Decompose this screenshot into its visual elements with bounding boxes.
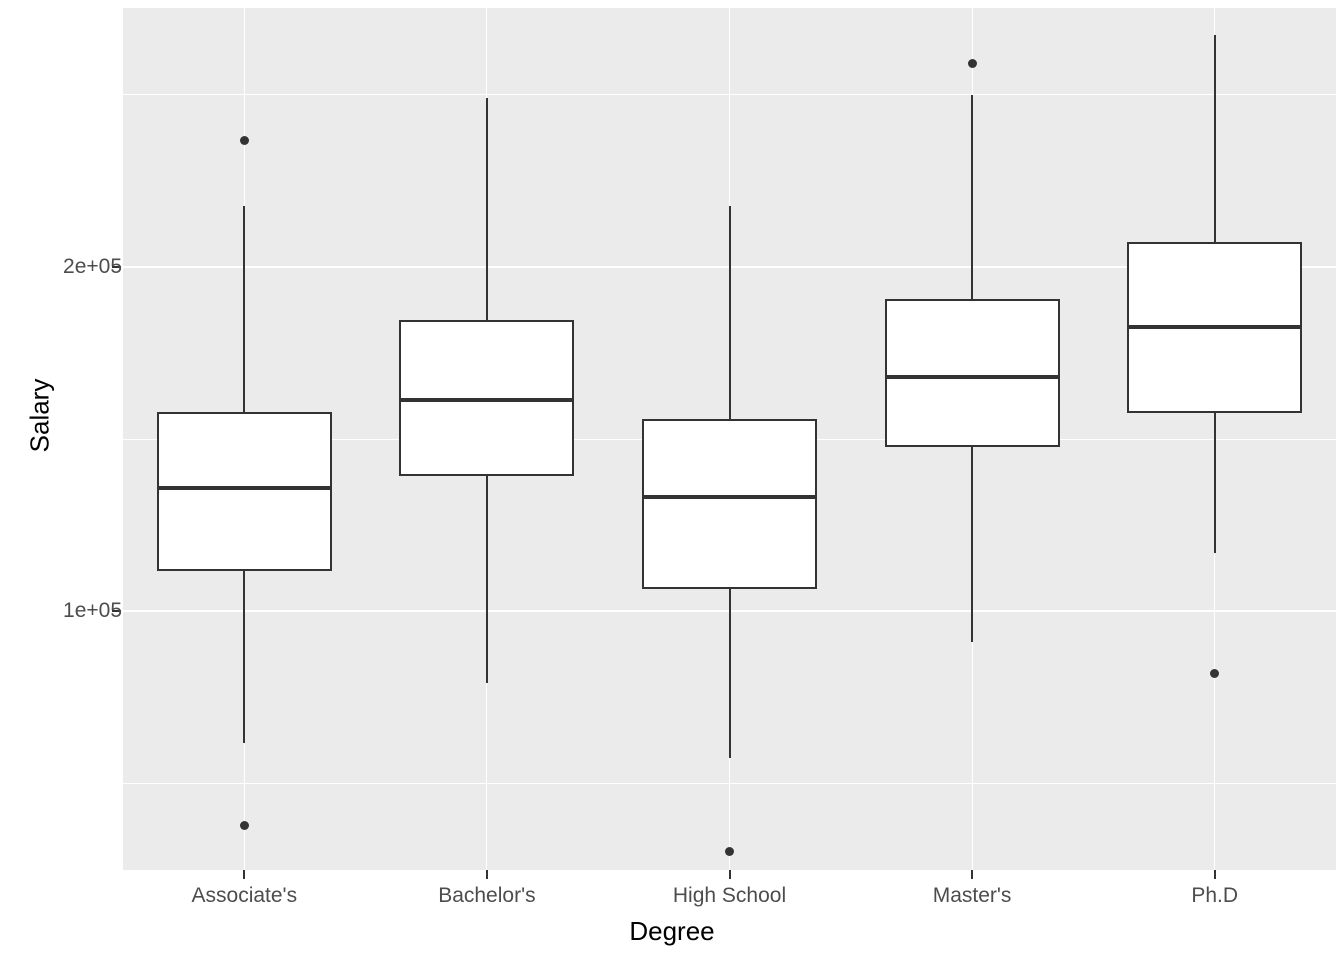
outlier-point [967, 59, 977, 69]
x-tick-label-bachelor-s: Bachelor's [438, 884, 536, 907]
whisker-upper [243, 205, 246, 412]
whisker-lower [1213, 412, 1216, 553]
y-axis-title: Salary [24, 378, 55, 453]
x-tick-mark [728, 870, 731, 879]
whisker-upper [728, 205, 731, 419]
boxplot-box-group [123, 8, 1336, 870]
whisker-upper [485, 98, 488, 321]
whisker-upper [971, 95, 974, 299]
x-tick-label-associate-s: Associate's [191, 884, 298, 907]
box-iqr-rect [156, 411, 332, 571]
boxplot-box-group [123, 8, 1336, 870]
box-iqr-rect [884, 299, 1060, 448]
x-tick-label-ph-d: Ph.D [1191, 884, 1239, 907]
median-line [399, 398, 575, 403]
y-tick-label: 1e+05 [63, 599, 122, 623]
x-tick-mark [485, 870, 488, 879]
median-line [642, 494, 817, 499]
x-tick-mark [243, 870, 246, 879]
boxplot-box-group [123, 8, 1336, 870]
x-tick-label-high-school: High School [672, 884, 787, 907]
x-axis-title: Degree [629, 916, 715, 946]
boxplot-box-group [123, 8, 1336, 870]
box-iqr-rect [642, 419, 817, 590]
y-tick-mark [112, 265, 121, 268]
median-line [156, 485, 332, 490]
x-tick-mark [1213, 870, 1216, 879]
outlier-point [1210, 668, 1220, 678]
outlier-point [725, 847, 734, 857]
whisker-lower [485, 475, 488, 684]
y-tick-mark [112, 610, 121, 613]
plot-panel [123, 8, 1336, 870]
y-tick-label: 2e+05 [63, 254, 122, 278]
box-iqr-rect [399, 320, 575, 476]
outlier-point [239, 135, 249, 145]
whisker-lower [971, 447, 974, 642]
x-tick-mark [971, 870, 974, 879]
boxplot-box-group [123, 8, 1336, 870]
outlier-point [239, 821, 249, 831]
median-line [884, 375, 1060, 380]
median-line [1127, 325, 1303, 330]
whisker-upper [1213, 34, 1216, 243]
x-tick-label-master-s: Master's [932, 884, 1012, 907]
whisker-lower [728, 589, 731, 758]
whisker-lower [243, 570, 246, 744]
